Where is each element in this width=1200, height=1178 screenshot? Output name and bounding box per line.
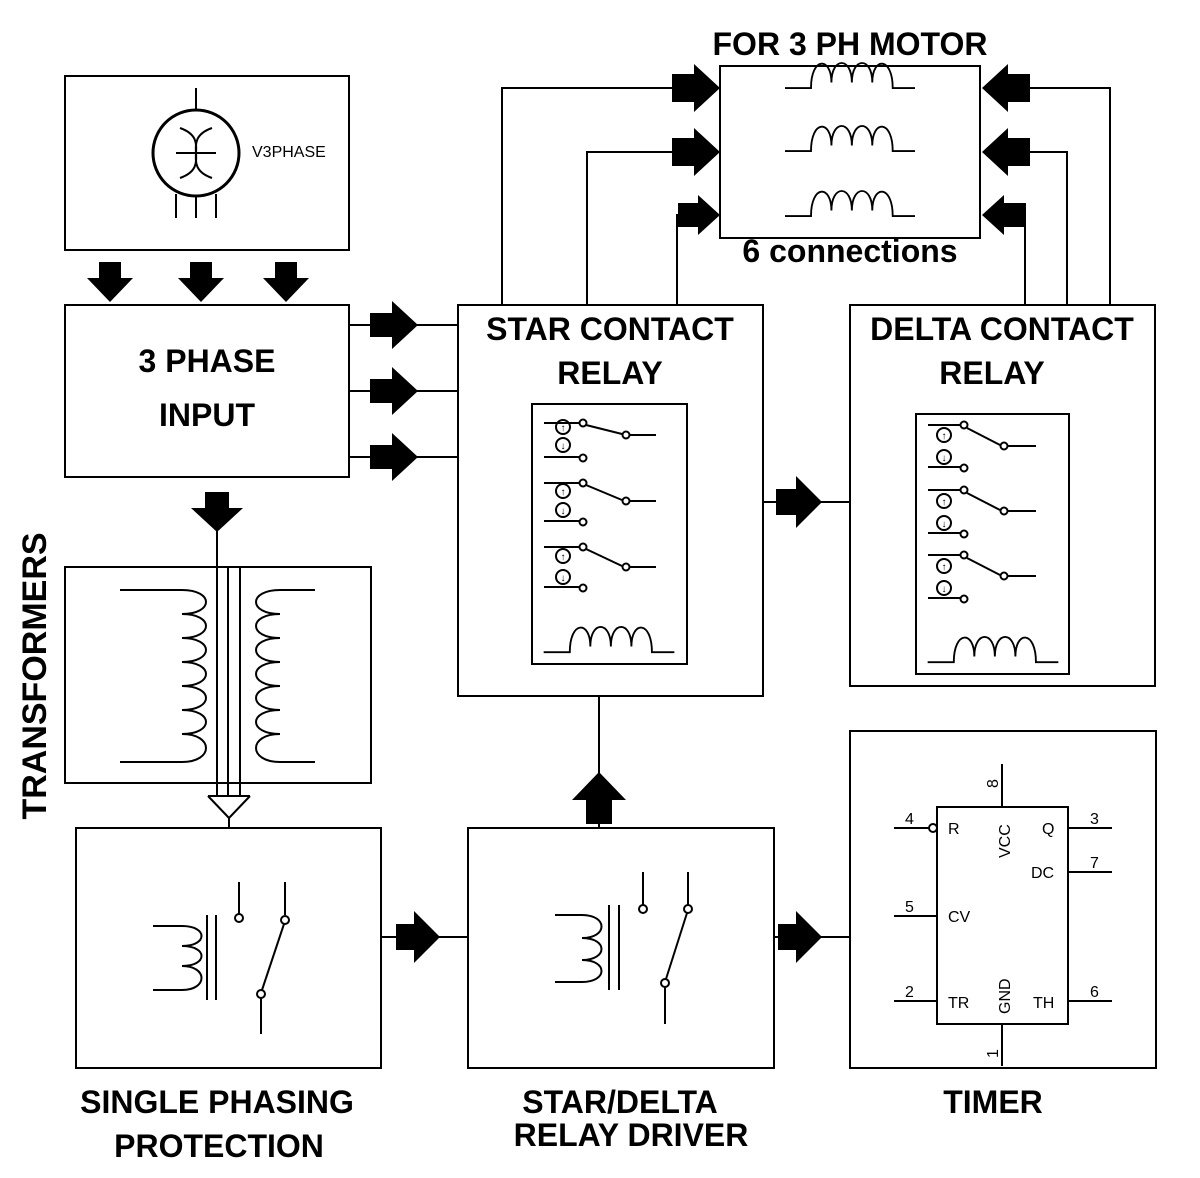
driver-to-timer [774,911,850,963]
svg-text:↑: ↑ [942,562,947,573]
motor-subtitle: 6 connections [742,233,957,269]
block-arrow-icon [776,476,822,528]
block-arrow-icon [572,772,626,824]
single-phasing-block [75,827,382,1069]
svg-text:↑: ↑ [561,552,566,563]
delta-relay-inner [915,413,1070,675]
star-relay-switches-icon: ↑ ↓ ↑ ↓ ↑ ↓ [544,418,656,593]
block-arrow-icon [178,262,224,302]
transformers-label: TRANSFORMERS [16,532,54,819]
pin-number-2: 2 [905,984,914,1001]
svg-text:↓: ↓ [942,584,947,595]
relay-coil-switch-icon [153,882,290,1034]
svg-text:↓: ↓ [561,441,566,452]
motor-input-arrows-left [672,64,720,235]
block-arrow-icon [982,195,1026,235]
motor-input-arrows-right [982,64,1030,235]
relay-driver-line1: STAR/DELTA [522,1084,718,1120]
driver-to-star [572,696,626,828]
pin-number-5: 5 [905,899,914,916]
transformer-icon [120,568,315,796]
svg-text:↓: ↓ [561,573,566,584]
block-arrow-icon [982,64,1030,112]
block-arrow-icon [191,492,243,532]
pin-name-vcc: VCC [997,824,1014,858]
delta-to-motor-wires [1020,87,1111,305]
three-phase-source-icon [151,88,241,218]
pin-number-7: 7 [1090,855,1099,872]
motor-title: FOR 3 PH MOTOR [713,26,988,62]
star-relay-line1: STAR CONTACT [486,311,734,347]
delta-relay-line1: DELTA CONTACT [870,311,1134,347]
source-block: V3PHASE [64,75,350,251]
block-arrow-icon [370,367,418,415]
pin-number-6: 6 [1090,984,1099,1001]
timer-555-chip: R VCC Q DC CV TR GND TH 8 4 3 7 5 2 6 1 [894,764,1112,1066]
block-arrow-icon [370,301,418,349]
motor-block: FOR 3 PH MOTOR 6 connections [713,26,988,269]
star-relay-block: STAR CONTACT RELAY ↑ ↓ ↑ ↓ [457,304,764,697]
block-arrow-icon [982,128,1030,176]
relay-driver-line2: RELAY DRIVER [514,1117,749,1153]
star-relay-inner [531,403,688,665]
single-phasing-line2: PROTECTION [114,1128,324,1164]
star-to-delta [763,476,850,528]
block-arrow-icon [263,262,309,302]
input-to-transformer [191,492,243,568]
pin-name-cv: CV [948,909,971,926]
block-arrow-icon [396,911,440,963]
timer-label: TIMER [943,1084,1043,1120]
ground-symbol-icon [207,795,251,828]
single-phasing-line1: SINGLE PHASING [80,1084,354,1120]
phase-input-block: 3 PHASE INPUT [64,304,350,478]
star-to-motor-wires [501,87,690,305]
phase-input-line1: 3 PHASE [139,343,276,379]
svg-text:↑: ↑ [561,487,566,498]
pin-number-3: 3 [1090,811,1099,828]
block-arrow-icon [87,262,133,302]
timer-block: R VCC Q DC CV TR GND TH 8 4 3 7 5 2 6 1 [849,730,1157,1069]
svg-text:↓: ↓ [942,453,947,464]
block-arrow-icon [778,911,822,963]
svg-text:↑: ↑ [942,497,947,508]
pin-name-th: TH [1033,995,1054,1012]
pin-name-gnd: GND [997,978,1014,1014]
svg-text:↑: ↑ [561,423,566,434]
motor-box [719,65,981,239]
svg-text:↑: ↑ [942,431,947,442]
pin-number-4: 4 [905,811,914,828]
pin-name-tr: TR [948,995,969,1012]
block-arrow-icon [370,433,418,481]
relay-driver-block [467,827,775,1069]
source-label: V3PHASE [252,144,326,161]
svg-text:↓: ↓ [942,519,947,530]
pin-name-q: Q [1042,821,1054,838]
pin-name-dc: DC [1031,865,1054,882]
svg-text:↓: ↓ [561,506,566,517]
transformer-block [64,566,372,828]
pin-number-8: 8 [985,779,1002,788]
block-arrow-icon [672,64,720,112]
input-to-star-arrows [370,301,418,481]
delta-relay-line2: RELAY [939,355,1045,391]
delta-relay-switches-icon: ↑ ↓ ↑ ↓ ↑ ↓ [928,420,1036,604]
delta-relay-block: DELTA CONTACT RELAY ↑ ↓ ↑ ↓ [849,304,1156,687]
pin-name-r: R [948,821,960,838]
source-to-input-arrows [87,262,309,302]
relay-coil-switch-icon [555,872,693,1024]
phase-input-line2: INPUT [159,397,255,433]
pin-number-1: 1 [985,1049,1002,1058]
star-relay-line2: RELAY [557,355,663,391]
protection-to-driver [381,911,468,963]
block-arrow-icon [678,195,720,235]
block-arrow-icon [672,128,720,176]
